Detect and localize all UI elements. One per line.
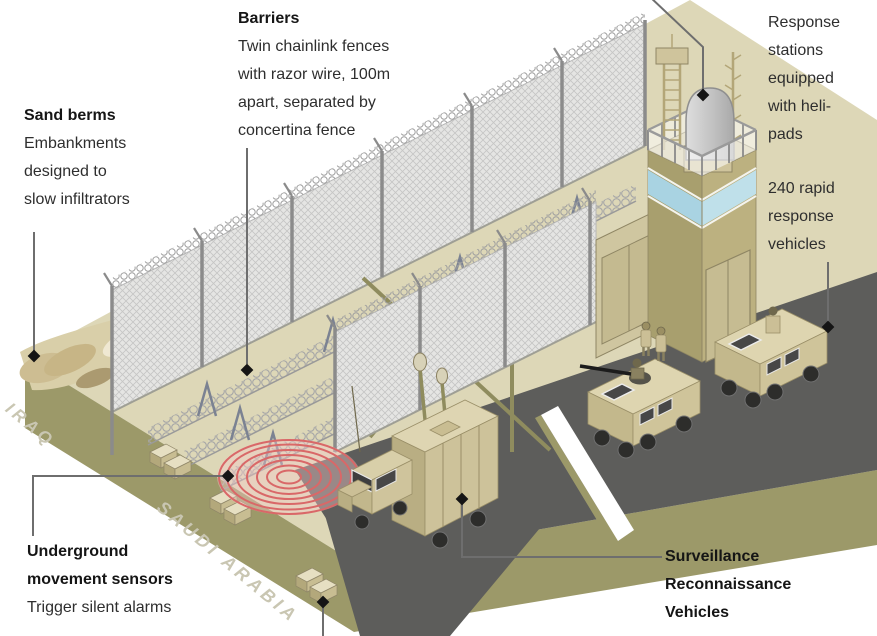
- label-underground-sensors: Underground movement sensors Trigger sil…: [27, 538, 173, 622]
- label-line: Surveillance: [665, 548, 760, 565]
- label-line: Response: [768, 14, 841, 31]
- razor-outriggers: [103, 47, 563, 287]
- humvee-gun-vehicle: [579, 358, 701, 459]
- razor-wire-top: [112, 12, 645, 290]
- tower-railing-front: [647, 128, 757, 176]
- platform-gap: [535, 406, 634, 545]
- fence-posts: [110, 20, 647, 455]
- diamond-marker: [455, 492, 469, 506]
- machine-gun-icon: [579, 364, 632, 376]
- label-sand-berms: Sand berms Embankments designed to slow …: [24, 102, 130, 214]
- fence-posts: [333, 201, 592, 452]
- soldiers: [640, 321, 667, 361]
- label-line: vehicles: [768, 236, 826, 253]
- whip-antenna: [351, 385, 361, 453]
- label-line: with heli-: [768, 98, 832, 115]
- label-line: 240 rapid: [768, 180, 835, 197]
- razor-outriggers: [326, 187, 591, 329]
- sensor-box-cluster: [209, 489, 252, 526]
- label-line: Trigger silent alarms: [27, 599, 172, 616]
- sensor-box-cluster: [149, 443, 192, 480]
- diamond-marker: [240, 363, 254, 377]
- label-line: with razor wire, 100m: [238, 66, 391, 83]
- tower-blue-band: [648, 170, 702, 226]
- mast-sensor-head: [436, 367, 448, 385]
- label-line: equipped: [768, 70, 834, 87]
- label-line: concertina fence: [238, 122, 356, 139]
- razor-wire-top: [335, 190, 596, 332]
- diamond-marker: [27, 349, 41, 363]
- gunner: [632, 358, 642, 368]
- standing-soldier: [768, 306, 778, 316]
- diamond-marker: [221, 469, 235, 483]
- label-line: designed to: [24, 163, 107, 180]
- chainlink-fence-front: [326, 187, 597, 453]
- gate: [595, 207, 663, 359]
- underground-sensor-rings: [217, 439, 361, 515]
- mast-sensor-head: [413, 352, 427, 372]
- label-rapid-response: 240 rapid response vehicles: [768, 175, 835, 259]
- edge-sensor-boxes: [149, 443, 338, 604]
- label-underground-title: Underground: [27, 543, 129, 560]
- label-barriers: Barriers Twin chainlink fences with razo…: [238, 5, 390, 145]
- tower-blue-band: [702, 170, 756, 226]
- radar-dome-icon: [685, 87, 735, 161]
- label-line: apart, separated by: [238, 94, 376, 111]
- label-line: Embankments: [24, 135, 127, 152]
- label-barriers-title: Barriers: [238, 10, 300, 27]
- label-line: Twin chainlink fences: [238, 38, 390, 55]
- label-line: response: [768, 208, 834, 225]
- label-surveillance-vehicles: Surveillance Reconnaissance Vehicles: [665, 543, 791, 627]
- humvee-vehicle: [714, 306, 828, 409]
- label-underground-title: movement sensors: [27, 571, 173, 588]
- label-line: Vehicles: [665, 604, 730, 621]
- truck-pad: [322, 415, 590, 636]
- label-line: stations: [768, 42, 824, 59]
- leader-lines: [32, 0, 829, 636]
- surveillance-truck: [337, 352, 499, 549]
- label-line: Reconnaissance: [665, 576, 792, 593]
- label-response-stations: Response stations equipped with heli- pa…: [768, 9, 840, 149]
- label-line: slow infiltrators: [24, 191, 130, 208]
- label-line: pads: [768, 126, 803, 143]
- chainlink-fence-back: [103, 12, 647, 455]
- label-sand-berms-title: Sand berms: [24, 107, 116, 124]
- truck-wheels: [354, 500, 487, 549]
